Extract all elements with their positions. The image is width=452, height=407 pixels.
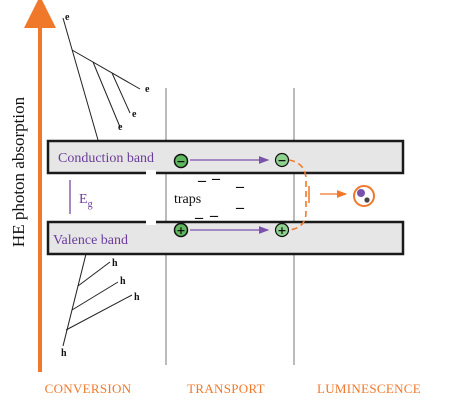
trap-mark-6: – [209,207,219,224]
electron-label-1: e [65,12,70,23]
recombination-path [288,159,307,231]
band-gap-subscript: g [88,199,93,210]
conduction-band [46,139,405,175]
hole-label-3: h [134,292,140,303]
electron-label-2: e [145,84,150,95]
section-conversion: CONVERSION [45,381,132,396]
hole-charge-start: + [173,222,189,238]
band-gap-symbol: Eg [79,192,93,210]
hole-charge-end: + [274,222,290,238]
valence-band [46,220,405,256]
hole-label-2: h [120,276,126,287]
hole-charge-start-sign: + [176,224,185,237]
electron-charge-start-sign: − [176,155,185,168]
valence-band-label: Valence band [53,233,128,248]
electron-label-4: e [118,122,123,133]
trap-mark-2: – [211,170,221,187]
band-gap-main: E [79,192,88,207]
trap-marks: – – – – – – [194,170,245,226]
trap-mark-4: – [235,199,245,216]
axis-label: HE photon absorption [9,96,28,247]
electron-charge-end-sign: − [277,154,286,167]
trap-mark-3: – [235,178,245,195]
section-transport: TRANSPORT [187,381,265,396]
hole-cascade [62,253,133,347]
traps-label: traps [174,192,201,207]
hole-label-1: h [112,258,118,269]
electron-charge-start: − [173,153,189,169]
section-luminescence: LUMINESCENCE [317,381,421,396]
conduction-band-label: Conduction band [58,151,154,166]
conduction-band-gap [146,170,156,175]
hole-label-4: h [61,348,67,359]
trap-mark-5: – [194,209,204,226]
emitted-photon-icon [353,185,375,207]
electron-charge-end: − [274,152,290,168]
electron-cascade [62,17,141,141]
electron-label-3: e [132,109,137,120]
trap-mark-1: – [197,172,207,189]
valence-band-gap [146,220,156,225]
hole-charge-end-sign: + [277,224,286,237]
